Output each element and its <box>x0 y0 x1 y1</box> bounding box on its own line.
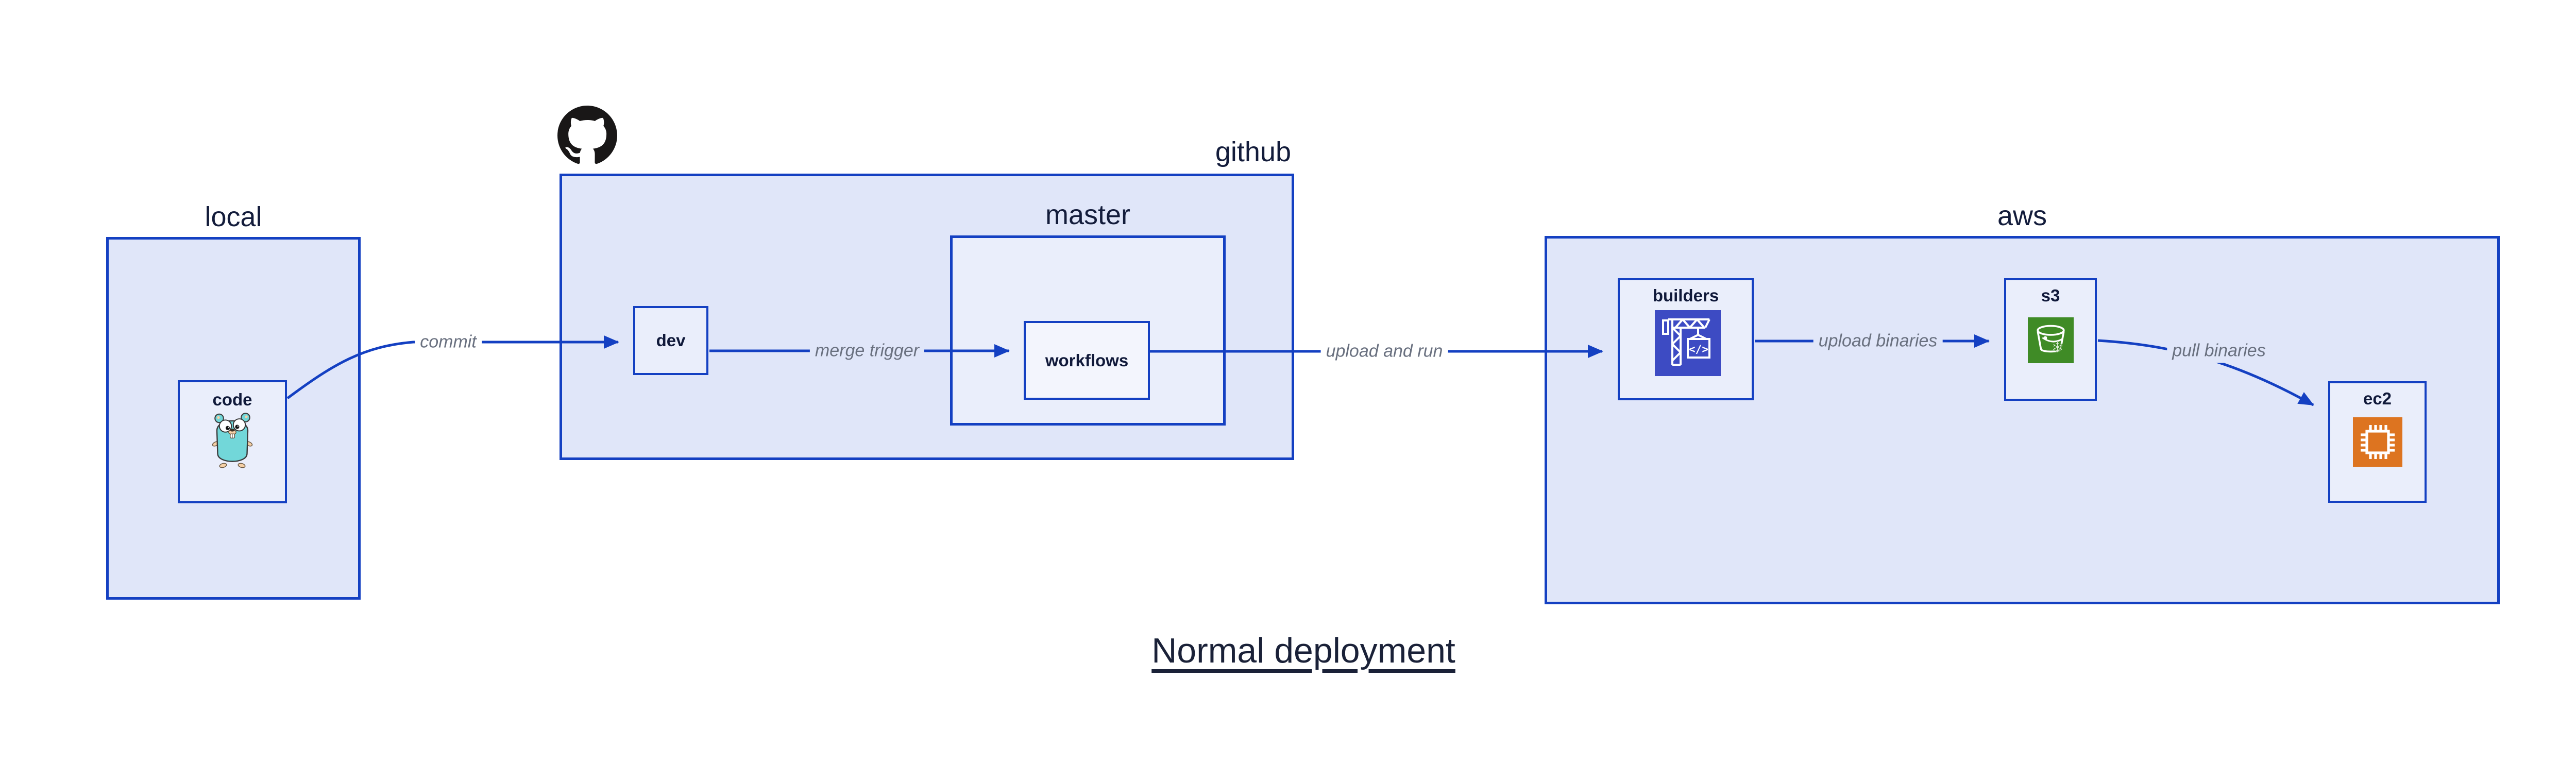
go-gopher-icon <box>212 413 253 468</box>
aws-codebuild-icon: </> <box>1655 310 1721 376</box>
label-github: github <box>1215 137 1291 167</box>
label-workflows: workflows <box>1045 351 1129 370</box>
glacier-snowflake-glyph: ❄ <box>2052 339 2064 356</box>
github-octocat-icon <box>557 106 617 164</box>
label-code: code <box>212 390 252 409</box>
node-workflows <box>1024 321 1150 400</box>
label-s3: s3 <box>2041 286 2060 305</box>
codebuild-code-glyph: </> <box>1689 343 1708 355</box>
edge-label-merge-trigger: merge trigger <box>809 338 925 363</box>
label-aws: aws <box>1997 200 2047 231</box>
node-dev <box>633 306 708 375</box>
edge-label-upload-binaries: upload binaries <box>1813 329 1943 353</box>
diagram-title: Normal deployment <box>1151 631 1455 670</box>
node-builders <box>1618 278 1754 400</box>
label-builders: builders <box>1652 286 1719 305</box>
label-local: local <box>205 201 262 232</box>
aws-ec2-chip-icon <box>2353 417 2402 467</box>
edge-label-commit: commit <box>415 330 482 354</box>
edge-label-upload-and-run: upload and run <box>1320 339 1448 364</box>
label-ec2: ec2 <box>2363 389 2392 408</box>
aws-s3-glacier-icon: ❄ <box>2028 317 2074 363</box>
label-master: master <box>1045 199 1131 230</box>
edge-label-pull-binaries: pull binaries <box>2167 338 2271 363</box>
label-dev: dev <box>656 331 686 350</box>
